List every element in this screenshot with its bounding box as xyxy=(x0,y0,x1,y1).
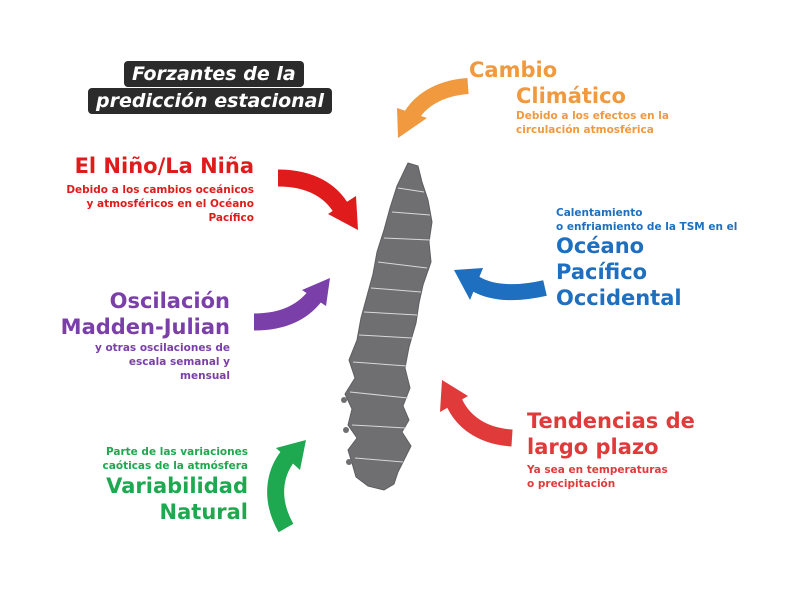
title-line-2: predicción estacional xyxy=(88,88,332,114)
region-border xyxy=(391,211,431,216)
region-border xyxy=(370,287,422,293)
nino-arrow xyxy=(277,169,358,230)
cambio-desc-1: Debido a los efectos en la xyxy=(516,110,669,122)
mjo-desc-3: mensual xyxy=(180,370,230,382)
cambio-desc-2: circulación atmosférica xyxy=(516,124,654,136)
region-border xyxy=(377,261,428,269)
southern-islands xyxy=(341,397,352,465)
nino-desc-1: Debido a los cambios oceánicos xyxy=(66,184,254,196)
mjo-title-1: Oscilación xyxy=(109,289,230,313)
region-border xyxy=(383,237,431,241)
oceano-desc-2: o enfriamiento de la TSM en el xyxy=(556,221,738,233)
island xyxy=(346,459,352,465)
title-line-1: Forzantes de la xyxy=(124,61,304,87)
oceano-desc-1: Calentamiento xyxy=(556,207,643,219)
mjo-title-2: Madden-Julian xyxy=(60,315,230,339)
region-border xyxy=(352,361,408,367)
oceano-title-3: Occidental xyxy=(556,286,682,310)
tendencias-arrow xyxy=(440,380,513,447)
natural-desc-1: Parte de las variaciones xyxy=(105,446,248,458)
tendencias-desc-1: Ya sea en temperaturas xyxy=(527,464,668,476)
oceano-title-1: Océano xyxy=(556,234,645,258)
island xyxy=(341,397,347,403)
oceano-title-2: Pacífico xyxy=(556,260,648,284)
tendencias-desc-2: o precipitación xyxy=(527,478,616,490)
natural-title-1: Variabilidad xyxy=(106,474,248,498)
mjo-arrow xyxy=(253,278,330,331)
region-border xyxy=(363,311,418,316)
cambio-arrow xyxy=(397,78,469,138)
natural-desc-2: caóticas de la atmósfera xyxy=(102,460,248,472)
nino-desc-2: y atmosféricos en el Océano xyxy=(86,198,255,210)
mjo-desc-2: escala semanal y xyxy=(128,356,230,368)
region-borders xyxy=(349,187,431,463)
chile-map xyxy=(344,162,433,491)
cambio-title-2: Climático xyxy=(516,84,626,108)
cambio-title-1: Cambio xyxy=(469,58,558,82)
nino-desc-3: Pacífico xyxy=(208,212,254,224)
region-border xyxy=(358,334,413,339)
nino-title: El Niño/La Niña xyxy=(74,154,254,178)
natural-title-2: Natural xyxy=(159,500,248,524)
tendencias-title-1: Tendencias de xyxy=(527,409,695,433)
region-border xyxy=(351,424,407,429)
region-border xyxy=(354,457,404,463)
tendencias-title-2: largo plazo xyxy=(527,435,659,459)
island xyxy=(343,427,349,433)
natural-arrow xyxy=(267,440,306,533)
region-border xyxy=(397,187,425,193)
region-border xyxy=(349,391,409,399)
oceano-arrow xyxy=(454,268,547,301)
mjo-desc-1: y otras oscilaciones de xyxy=(94,342,230,354)
